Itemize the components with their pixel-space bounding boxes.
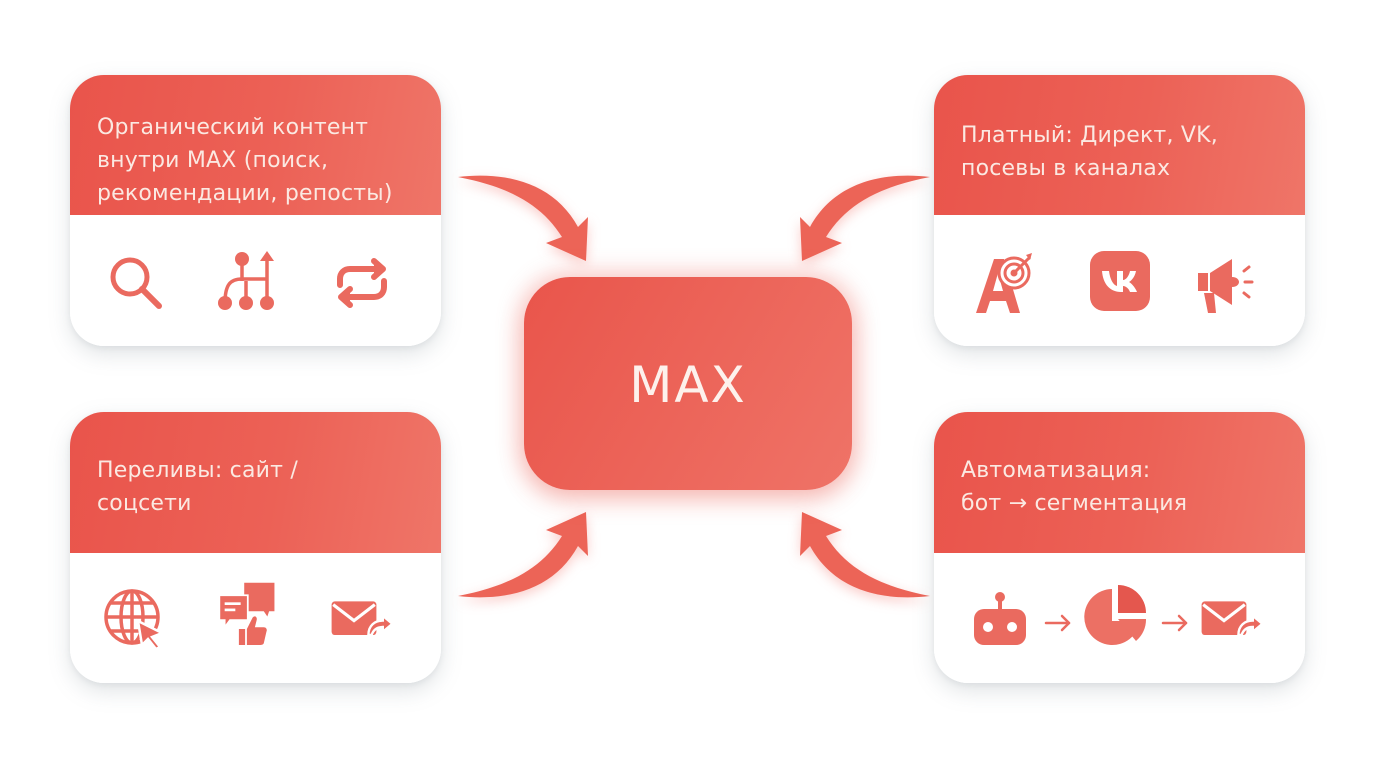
- vk-logo-icon: [1088, 249, 1152, 313]
- center-label: MAX: [629, 355, 747, 414]
- card-automation: Автоматизация: бот → сегментация: [934, 412, 1305, 683]
- card-body: [934, 553, 1305, 683]
- curved-arrow-icon: [458, 175, 588, 261]
- flow-arrow-icon: [1161, 613, 1189, 633]
- card-title: Переливы: сайт / соцсети: [97, 458, 298, 516]
- card-title: Органический контент внутри MAX (поиск, …: [97, 115, 393, 206]
- robot-icon: [968, 589, 1032, 653]
- mail-forward-icon: [1200, 587, 1264, 651]
- card-header: Органический контент внутри MAX (поиск, …: [70, 75, 441, 215]
- arrow-bottom-right-to-center: [768, 488, 938, 608]
- card-body: [70, 215, 441, 346]
- globe-cursor-icon: [102, 587, 166, 651]
- direct-ads-target-icon: [972, 251, 1036, 315]
- branching-network-icon: [216, 249, 280, 313]
- curved-arrow-icon: [800, 512, 930, 598]
- card-header: Автоматизация: бот → сегментация: [934, 412, 1305, 553]
- search-icon: [104, 251, 168, 315]
- chat-like-icon: [214, 581, 278, 645]
- pie-chart-icon: [1084, 583, 1148, 647]
- card-title: Платный: Директ, VK, посевы в каналах: [961, 123, 1218, 181]
- arrow-bottom-left-to-center: [450, 488, 620, 608]
- curved-arrow-icon: [800, 175, 930, 261]
- card-organic-content: Органический контент внутри MAX (поиск, …: [70, 75, 441, 346]
- curved-arrow-icon: [458, 512, 588, 598]
- arrow-top-left-to-center: [450, 165, 620, 285]
- megaphone-icon: [1194, 251, 1258, 315]
- card-title: Автоматизация: бот → сегментация: [961, 458, 1188, 516]
- card-body: [934, 215, 1305, 346]
- mail-forward-icon: [330, 587, 394, 651]
- card-crossflow: Переливы: сайт / соцсети: [70, 412, 441, 683]
- card-header: Переливы: сайт / соцсети: [70, 412, 441, 553]
- repost-icon: [330, 251, 394, 315]
- center-node-max: MAX: [524, 277, 852, 490]
- card-paid-traffic: Платный: Директ, VK, посевы в каналах: [934, 75, 1305, 346]
- card-header: Платный: Директ, VK, посевы в каналах: [934, 75, 1305, 215]
- flow-arrow-icon: [1044, 613, 1072, 633]
- card-body: [70, 553, 441, 683]
- arrow-top-right-to-center: [768, 165, 938, 285]
